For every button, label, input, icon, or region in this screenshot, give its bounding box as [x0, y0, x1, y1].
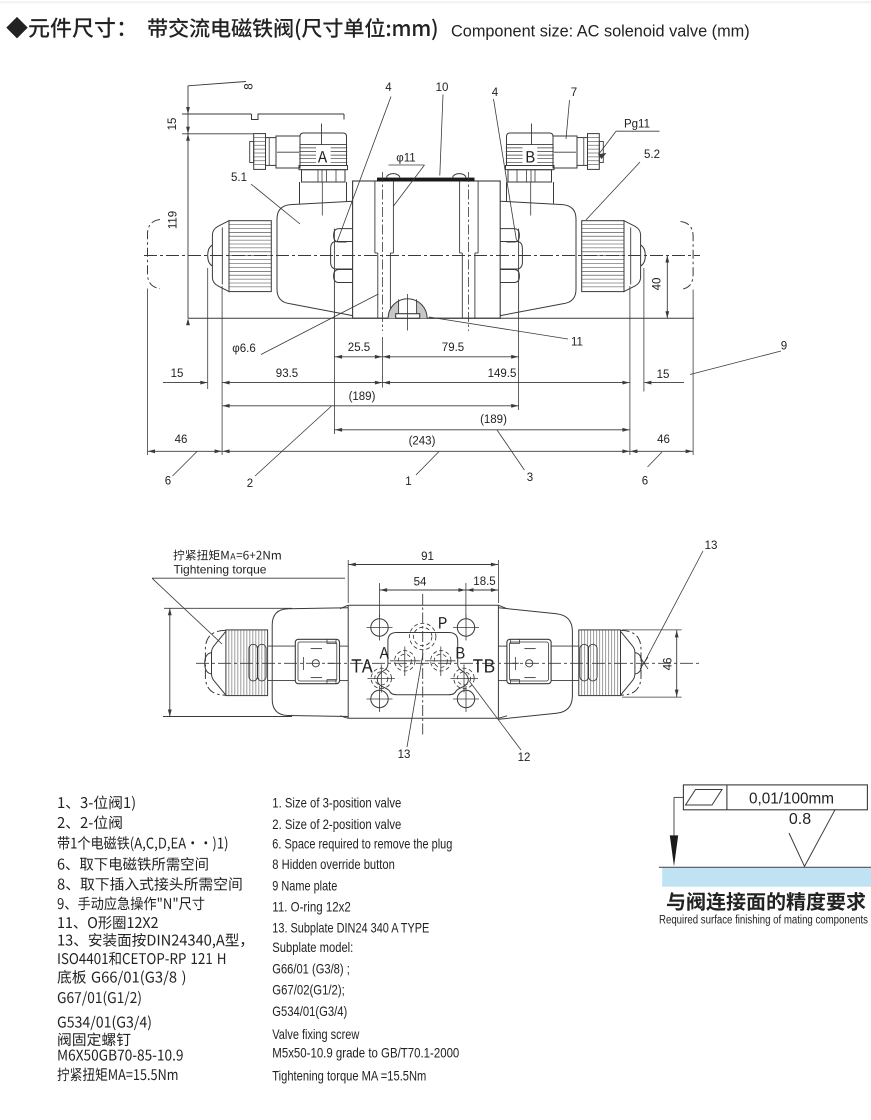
svg-text:(189): (189) [480, 414, 507, 426]
svg-text:Subplate model:: Subplate model: [272, 939, 353, 955]
svg-text:13. Subplate DIN24 340 A TYPE: 13. Subplate DIN24 340 A TYPE [272, 920, 429, 936]
svg-text:M5x50-10.9 grade to GB/T70.1-2: M5x50-10.9 grade to GB/T70.1-2000 [272, 1045, 459, 1061]
svg-text:G534/01(G3/4): G534/01(G3/4) [272, 1003, 347, 1019]
svg-text:119: 119 [168, 211, 180, 229]
svg-text:Tightening torque MA =15.5Nm: Tightening torque MA =15.5Nm [272, 1068, 426, 1084]
svg-text:Pg11: Pg11 [624, 119, 650, 131]
svg-text:40: 40 [652, 278, 664, 291]
svg-text:2: 2 [247, 478, 253, 490]
svg-text:1. Size of 3-position valve: 1. Size of 3-position valve [272, 795, 401, 811]
svg-text:9: 9 [781, 341, 787, 353]
svg-text:25.5: 25.5 [348, 342, 370, 354]
svg-text:G66/01 (G3/8) ;: G66/01 (G3/8) ; [272, 961, 350, 977]
svg-text:9 Name plate: 9 Name plate [272, 878, 337, 894]
svg-text:8: 8 [244, 83, 256, 89]
svg-text:3: 3 [527, 472, 533, 484]
svg-text:46: 46 [657, 434, 670, 446]
svg-text:7: 7 [571, 87, 577, 99]
svg-text:6: 6 [642, 476, 648, 488]
svg-text:46: 46 [175, 434, 188, 446]
svg-text:(189): (189) [349, 391, 376, 403]
svg-text:G67/02(G1/2);: G67/02(G1/2); [272, 982, 345, 998]
svg-text:0,01/100mm: 0,01/100mm [749, 791, 834, 808]
svg-text:φ11: φ11 [396, 153, 415, 165]
svg-text:10: 10 [436, 82, 449, 94]
svg-text:4: 4 [492, 87, 499, 99]
svg-text:Valve fixing screw: Valve fixing screw [272, 1026, 360, 1042]
svg-text:46: 46 [663, 658, 675, 671]
svg-text:15: 15 [167, 118, 179, 131]
svg-text:79.5: 79.5 [442, 342, 464, 354]
svg-text:2. Size of 2-position valve: 2. Size of 2-position valve [272, 816, 401, 832]
svg-text:91: 91 [421, 551, 434, 563]
svg-text:18.5: 18.5 [473, 576, 495, 588]
svg-text:13: 13 [705, 540, 718, 552]
svg-text:1: 1 [405, 476, 411, 488]
svg-text:(243): (243) [409, 436, 436, 448]
svg-text:54: 54 [414, 577, 427, 589]
svg-text:φ6.6: φ6.6 [232, 343, 255, 355]
svg-text:6. Space required to remove th: 6. Space required to remove the plug [272, 836, 452, 852]
svg-text:93.5: 93.5 [276, 368, 298, 380]
svg-text:8 Hidden override button: 8 Hidden override button [272, 856, 395, 872]
svg-text:15: 15 [171, 368, 184, 380]
svg-text:6: 6 [165, 476, 171, 488]
svg-text:11. O-ring 12x2: 11. O-ring 12x2 [272, 899, 351, 915]
svg-text:Component size: AC solenoid va: Component size: AC solenoid valve (mm) [451, 23, 750, 41]
svg-text:Required surface finishing of: Required surface finishing of mating com… [659, 915, 868, 927]
svg-text:Tightening torque: Tightening torque [174, 563, 267, 577]
svg-text:0.8: 0.8 [789, 811, 811, 828]
svg-text:149.5: 149.5 [488, 368, 517, 380]
svg-text:11: 11 [571, 337, 583, 349]
svg-text:12: 12 [518, 752, 531, 764]
svg-text:4: 4 [385, 82, 392, 94]
svg-text:5.2: 5.2 [644, 149, 660, 161]
svg-text:5.1: 5.1 [231, 172, 247, 184]
svg-text:13: 13 [398, 749, 411, 761]
svg-text:15: 15 [657, 369, 670, 381]
